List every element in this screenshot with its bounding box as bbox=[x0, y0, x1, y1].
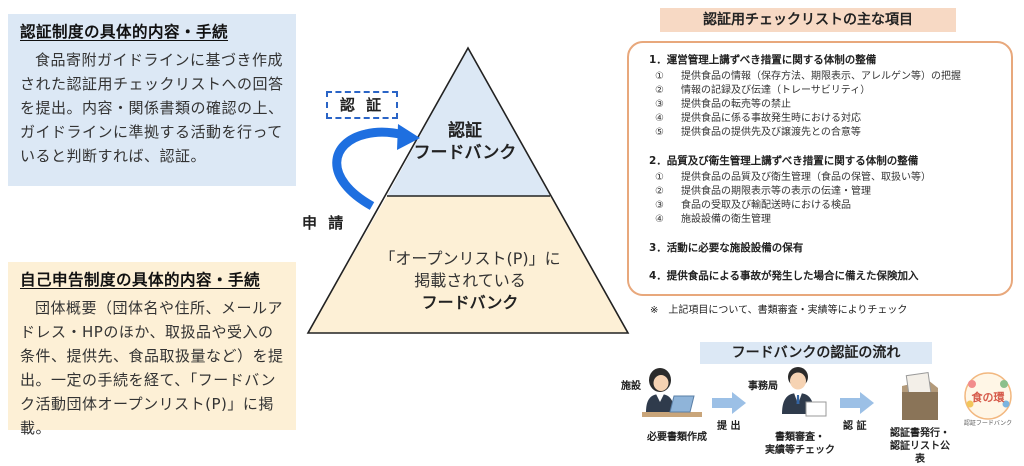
checklist-section-4: 4．提供食品による事故が発生した場合に備えた保険加入 bbox=[649, 270, 919, 282]
certification-label-box: 認 証 bbox=[326, 91, 398, 119]
open-list-line3: フードバンク bbox=[421, 293, 519, 312]
item-text: 施設設備の衛生管理 bbox=[681, 214, 771, 225]
open-list-foodbank-label: 「オープンリスト(P)」に 掲載されている フードバンク bbox=[340, 248, 600, 314]
checklist-section-1: 1．運営管理上講ずべき措置に関する体制の整備 bbox=[649, 54, 877, 66]
item-number: ⑤ bbox=[655, 127, 664, 138]
certified-foodbank-line1: 認証 bbox=[448, 121, 482, 141]
open-list-line2: 掲載されている bbox=[414, 271, 526, 290]
item-text: 提供食品に係る事故発生時における対応 bbox=[681, 113, 861, 124]
certification-procedure-text: 食品寄附ガイドラインに基づき作成された認証用チェックリストへの回答を提出。内容・… bbox=[20, 51, 284, 165]
issue-caption-line2: 認証リスト公 bbox=[890, 441, 950, 452]
logo-small-text: 認証フードバンク bbox=[964, 419, 1012, 427]
pyramid-bottom-tier bbox=[308, 196, 628, 333]
office-label: 事務局 bbox=[748, 381, 778, 392]
apply-label: 申 請 bbox=[302, 214, 347, 232]
item-text: 提供食品の期限表示等の表示の伝達・管理 bbox=[681, 186, 871, 197]
checklist-section-2: 2．品質及び衛生管理上講ずべき措置に関する体制の整備 bbox=[649, 155, 919, 167]
prepare-documents-caption: 必要書類作成 bbox=[647, 432, 707, 443]
item-number: ① bbox=[655, 71, 664, 82]
checklist-item: ① 提供食品の情報（保存方法、期限表示、アレルゲン等）の把握 bbox=[655, 67, 961, 82]
certified-foodbank-label: 認証 フードバンク bbox=[395, 120, 535, 164]
checklist-item: ③ 提供食品の転売等の禁止 bbox=[655, 95, 791, 110]
self-report-procedure-text: 団体概要（団体名や住所、メールアドレス・HPのほか、取扱品や受入の条件、提供先、… bbox=[20, 299, 284, 437]
apply-arrow-icon bbox=[332, 127, 406, 210]
issue-caption-line1: 認証書発行・ bbox=[890, 428, 950, 439]
facility-label: 施設 bbox=[621, 381, 641, 392]
certification-flow-title: フードバンクの認証の流れ bbox=[700, 342, 932, 364]
checklist-item: ② 情報の記録及び伝達（トレーサビリティ） bbox=[655, 81, 870, 96]
checklist-note: ※ 上記項目について、書類審査・実績等によりチェック bbox=[650, 305, 908, 316]
submit-label: 提 出 bbox=[717, 421, 741, 432]
logo-text: 食の環 bbox=[972, 390, 1006, 404]
submit-arrow-icon bbox=[712, 392, 746, 414]
certified-foodbank-line2: フードバンク bbox=[413, 143, 517, 163]
checklist-item: ② 提供食品の期限表示等の表示の伝達・管理 bbox=[655, 182, 871, 197]
certify-arrow-icon bbox=[840, 392, 874, 414]
item-number: ④ bbox=[655, 214, 664, 225]
checklist-item: ③ 食品の受取及び輸配送時における検品 bbox=[655, 196, 851, 211]
issue-caption: 認証書発行・ 認証リスト公 表 bbox=[882, 427, 958, 466]
item-number: ③ bbox=[655, 200, 664, 211]
office-staff-icon bbox=[782, 367, 827, 417]
item-number: ③ bbox=[655, 99, 664, 110]
item-text: 提供食品の転売等の禁止 bbox=[681, 99, 791, 110]
documents-icon bbox=[902, 372, 938, 420]
item-text: 提供食品の情報（保存方法、期限表示、アレルゲン等）の把握 bbox=[681, 71, 961, 82]
review-caption-line1: 書類審査・ bbox=[775, 432, 825, 443]
apply-arrowhead-icon bbox=[397, 124, 420, 150]
item-text: 提供食品の品質及び衛生管理（食品の保管、取扱い等） bbox=[681, 172, 931, 183]
review-caption-line2: 実績等チェック bbox=[765, 445, 835, 456]
certified-foodbank-logo-icon: 食の環 認証フードバンク bbox=[964, 372, 1012, 427]
certify-label: 認 証 bbox=[843, 421, 867, 432]
self-report-procedure-title: 自己申告制度の具体的内容・手続 bbox=[20, 271, 261, 289]
item-number: ② bbox=[655, 186, 664, 197]
issue-caption-line3: 表 bbox=[915, 454, 925, 465]
open-list-line1: 「オープンリスト(P)」に bbox=[379, 249, 561, 268]
pyramid-top-tier bbox=[387, 48, 550, 196]
checklist-title: 認証用チェックリストの主な項目 bbox=[660, 8, 956, 32]
checklist-section-3: 3．活動に必要な施設設備の保有 bbox=[649, 242, 804, 254]
item-text: 食品の受取及び輸配送時における検品 bbox=[681, 200, 851, 211]
certification-procedure-panel: 認証制度の具体的内容・手続 食品寄附ガイドラインに基づき作成された認証用チェック… bbox=[8, 14, 296, 186]
checklist-item: ① 提供食品の品質及び衛生管理（食品の保管、取扱い等） bbox=[655, 168, 931, 183]
pyramid-diagram bbox=[306, 46, 630, 334]
facility-staff-icon bbox=[642, 368, 702, 417]
checklist-item: ④ 提供食品に係る事故発生時における対応 bbox=[655, 109, 861, 124]
item-text: 提供食品の提供先及び譲渡先との合意等 bbox=[681, 127, 861, 138]
item-number: ② bbox=[655, 85, 664, 96]
self-report-procedure-panel: 自己申告制度の具体的内容・手続 団体概要（団体名や住所、メールアドレス・HPのほ… bbox=[8, 262, 296, 437]
item-number: ① bbox=[655, 172, 664, 183]
checklist-item: ④ 施設設備の衛生管理 bbox=[655, 210, 771, 225]
item-text: 情報の記録及び伝達（トレーサビリティ） bbox=[681, 85, 871, 96]
pyramid-outline bbox=[306, 46, 630, 334]
checklist-box: 1．運営管理上講ずべき措置に関する体制の整備 ① 提供食品の情報（保存方法、期限表… bbox=[627, 41, 1013, 296]
review-caption: 書類審査・ 実績等チェック bbox=[755, 431, 845, 457]
item-number: ④ bbox=[655, 113, 664, 124]
certification-procedure-title: 認証制度の具体的内容・手続 bbox=[20, 23, 229, 41]
checklist-item: ⑤ 提供食品の提供先及び譲渡先との合意等 bbox=[655, 123, 861, 138]
